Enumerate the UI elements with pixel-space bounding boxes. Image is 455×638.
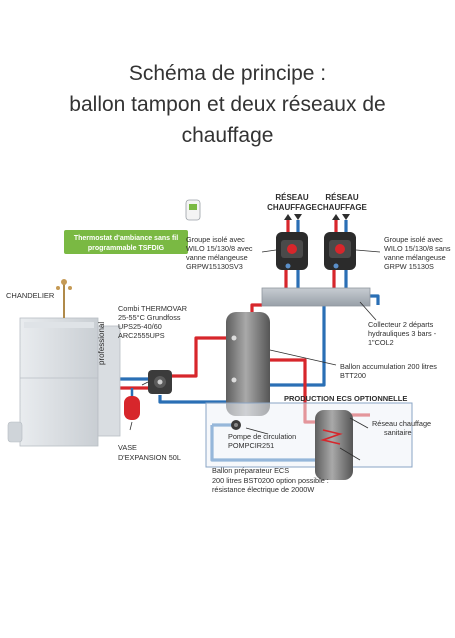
vase-label: VASE D'EXPANSION 50L [118, 443, 181, 462]
svg-text:UPS25-40/60: UPS25-40/60 [118, 322, 162, 331]
svg-text:Ballon accumulation 200 litres: Ballon accumulation 200 litres [340, 362, 437, 371]
svg-text:Ballon préparateur ECS: Ballon préparateur ECS [212, 466, 289, 475]
pump-group-left [276, 232, 308, 270]
ballon-prep-line-2: 200 litres BST0200 option possible : [212, 476, 329, 485]
pipe-combi-tank-hot [170, 336, 226, 378]
thermostat: Thermostat d'ambiance sans fil programma… [64, 199, 201, 254]
title-line-1: Schéma de principe : [128, 62, 327, 85]
combi-label: Combi THERMOVAR 25-55°C Grundfoss UPS25-… [118, 304, 187, 340]
svg-text:ARC2555UPS: ARC2555UPS [118, 331, 165, 340]
svg-text:BTT200: BTT200 [340, 371, 366, 380]
svg-text:1"COL2: 1"COL2 [368, 338, 394, 347]
title-line-3: chauffage [181, 124, 274, 147]
svg-text:vanne mélangeuse: vanne mélangeuse [384, 253, 446, 262]
page-title: Schéma de principe : ballon tampon et de… [0, 58, 455, 151]
collector [261, 287, 371, 307]
svg-text:Groupe isolé avec: Groupe isolé avec [384, 235, 443, 244]
svg-text:25-55°C Grundfoss: 25-55°C Grundfoss [118, 313, 181, 322]
svg-text:hydrauliques 3 bars -: hydrauliques 3 bars - [368, 329, 437, 338]
callout-lines [129, 249, 381, 461]
production-ecs-label: PRODUCTION ECS OPTIONNELLE [284, 394, 407, 403]
pump-group-right [324, 232, 356, 270]
svg-text:VASE: VASE [118, 443, 137, 452]
chandelier-antenna [56, 279, 72, 318]
svg-text:WILO 15/130/8 avec: WILO 15/130/8 avec [186, 244, 253, 253]
svg-text:Groupe isolé avec: Groupe isolé avec [186, 235, 245, 244]
pompe-label: Pompe de circulation POMPCIR251 [228, 432, 296, 450]
svg-text:POMPCIR251: POMPCIR251 [228, 441, 274, 450]
svg-text:Collecteur 2 départs: Collecteur 2 départs [368, 320, 434, 329]
reseau-chauffage-1: RÉSEAU CHAUFFAGE [267, 193, 317, 212]
ballon-accu-label: Ballon accumulation 200 litres BTT200 [340, 362, 437, 380]
svg-text:Pompe de circulation: Pompe de circulation [228, 432, 296, 441]
svg-text:GRPW 15130S: GRPW 15130S [384, 262, 434, 271]
thermostat-line-1: Thermostat d'ambiance sans fil [74, 235, 178, 242]
svg-text:D'EXPANSION 50L: D'EXPANSION 50L [118, 453, 181, 462]
reseau-2-line-2: CHAUFFAGE [317, 203, 367, 212]
ballon-prep-label: Ballon préparateur ECS [212, 466, 289, 475]
boiler-brand: professional [97, 322, 106, 365]
svg-text:GRPW15130SV3: GRPW15130SV3 [186, 262, 243, 271]
svg-text:WILO 15/130/8 sans: WILO 15/130/8 sans [384, 244, 451, 253]
reseau-2-line-1: RÉSEAU [325, 193, 359, 202]
reseau-sanitaire-label: Réseau chauffage sanitaire [372, 419, 431, 437]
groupe-right-label: Groupe isolé avec WILO 15/130/8 sans van… [384, 235, 451, 271]
circulation-pump [231, 420, 241, 430]
buffer-tank [226, 312, 270, 416]
pipe-combi-tank-cold [158, 395, 226, 404]
groupe-left-label: Groupe isolé avec WILO 15/130/8 avec van… [186, 235, 253, 271]
chandelier-label: CHANDELIER [6, 291, 55, 300]
svg-text:vanne mélangeuse: vanne mélangeuse [186, 253, 248, 262]
ecs-tank [315, 410, 353, 480]
expansion-vessel [124, 388, 140, 420]
svg-text:Réseau chauffage: Réseau chauffage [372, 419, 431, 428]
reseau-1-line-2: CHAUFFAGE [267, 203, 317, 212]
reseau-chauffage-2: RÉSEAU CHAUFFAGE [317, 193, 367, 212]
network-arrows [284, 214, 350, 220]
ecs-production-box [205, 402, 413, 468]
svg-text:sanitaire: sanitaire [384, 428, 412, 437]
thermostat-line-2: programmable TSFDIG [88, 245, 165, 252]
pipe-collector-return [370, 294, 380, 305]
combi-thermovar [148, 370, 172, 394]
reseau-1-line-1: RÉSEAU [275, 193, 309, 202]
svg-text:Combi THERMOVAR: Combi THERMOVAR [118, 304, 187, 313]
ballon-prep-line-3: résistance électrique de 2000W [212, 485, 315, 494]
pipe-collector-tank-cold [270, 306, 326, 387]
ballon-prep-extra: 200 litres BST0200 option possible : rés… [212, 476, 329, 494]
pellet-boiler: professional [7, 317, 121, 447]
collecteur-label: Collecteur 2 départs hydrauliques 3 bars… [368, 320, 437, 347]
title-line-2: ballon tampon et deux réseaux de [69, 93, 386, 116]
heating-diagram: RÉSEAU CHAUFFAGE RÉSEAU CHAUFFAGE PRODUC… [6, 193, 451, 480]
